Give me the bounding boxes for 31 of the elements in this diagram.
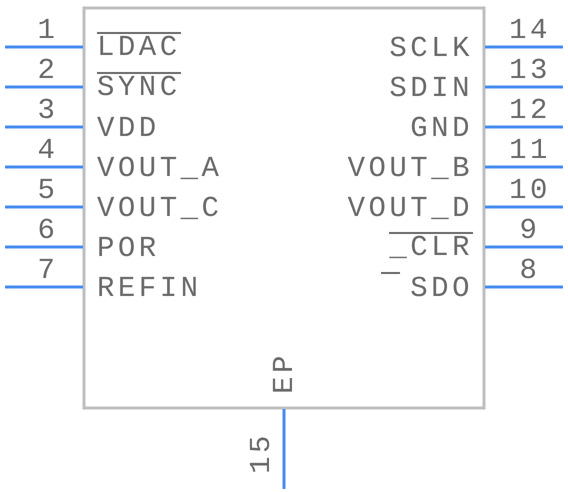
pin-number: 12: [508, 96, 552, 126]
pin-name: POR: [97, 234, 160, 264]
pin-name: SDIN: [389, 74, 473, 104]
pin-name: VOUT_D: [348, 194, 473, 224]
pin-name: SYNC: [97, 72, 181, 102]
pin-number: 3: [36, 96, 60, 126]
pin-number: 5: [36, 176, 60, 206]
pin-number: 8: [518, 256, 542, 286]
pin-number: 2: [36, 56, 60, 86]
pin-name: _CLR: [389, 232, 473, 262]
pin-name: LDAC: [97, 32, 181, 62]
pin-number: 14: [508, 16, 552, 46]
pin-number: 10: [508, 176, 552, 206]
pin-number: 9: [518, 216, 542, 246]
pin-number: 7: [36, 256, 60, 286]
pin-number: 15: [247, 432, 277, 474]
pin-name: SCLK: [389, 34, 473, 64]
pin-number: 1: [36, 16, 60, 46]
pin-name: VOUT_B: [348, 154, 473, 184]
pin-number: 13: [508, 56, 552, 86]
pin-name: GND: [410, 114, 473, 144]
pin-name: EP: [270, 352, 300, 394]
chip-body: [82, 6, 486, 410]
pin-name: VDD: [97, 114, 160, 144]
pin-name: REFIN: [97, 274, 202, 304]
pin-number: 4: [36, 136, 60, 166]
pin-number: 6: [36, 216, 60, 246]
pin-name: VOUT_C: [97, 194, 222, 224]
pin-name: SDO: [410, 274, 473, 304]
pin-number: 11: [508, 136, 552, 166]
pin-name: VOUT_A: [97, 154, 222, 184]
